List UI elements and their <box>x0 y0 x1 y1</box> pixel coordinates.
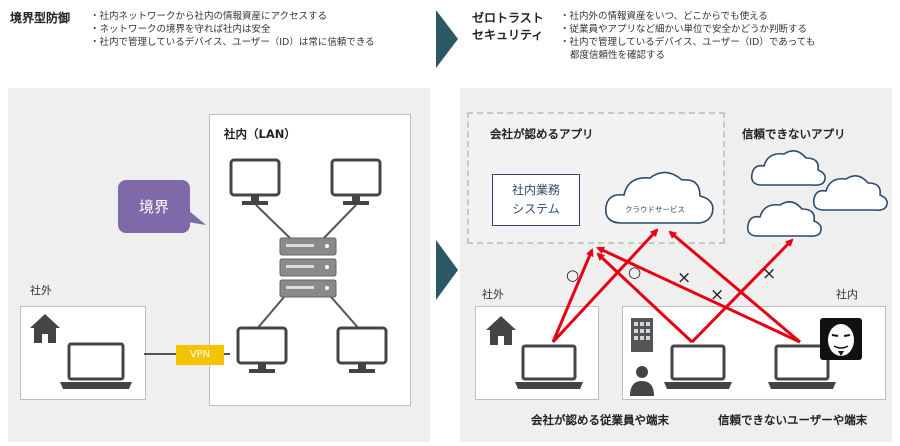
untrusted-apps-label: 信頼できないアプリ <box>742 127 846 141</box>
arrow <box>551 228 659 344</box>
bullet-item: 社内で管理しているデバイス、ユーザー（ID）であっても <box>560 36 816 49</box>
house-icon <box>486 316 516 345</box>
bullet-item: 社内ネットワークから社内の情報資産にアクセスする <box>90 10 375 23</box>
left-header-title: 境界型防御 <box>10 11 71 25</box>
outside-label: 社外 <box>482 288 504 301</box>
bullet-item: 社内外の情報資産をいつ、どこからでも使える <box>560 10 815 23</box>
speech-bubble-icon <box>118 180 206 233</box>
untrusted-users-label: 信頼できないユーザーや端末 <box>718 413 868 427</box>
laptop-icon <box>768 344 836 389</box>
left-header-bullets: 社内ネットワークから社内の情報資産にアクセスする ネットワークの境界を守れば社内… <box>90 10 375 49</box>
system-line1: 社内業務 <box>511 183 560 197</box>
house-icon <box>30 314 60 343</box>
monitor-icon <box>336 326 388 373</box>
boundary-label: 境界 <box>138 198 169 216</box>
monitor-icon <box>236 326 288 373</box>
chevron-right-icon <box>436 10 458 68</box>
arrow <box>596 252 694 344</box>
deny-mark: × <box>677 268 692 288</box>
cloud-service-label: クラウドサービス <box>625 205 685 214</box>
bullet-item: ネットワークの境界を守れば社内は安全 <box>90 23 375 36</box>
trusted-users-label: 会社が認める従業員や端末 <box>531 413 669 427</box>
allow-mark: ○ <box>566 266 580 284</box>
access-arrows <box>551 228 801 344</box>
outside-label: 社外 <box>30 284 52 297</box>
cloud-icon <box>746 201 822 237</box>
person-icon <box>630 366 654 396</box>
vpn-badge: VPN <box>176 345 224 365</box>
anonymous-mask-icon <box>820 318 862 360</box>
arrow <box>596 246 801 344</box>
right-header-bullets: 社内外の情報資産をいつ、どこからでも使える 従業員やアプリなど細かい単位で安全か… <box>560 10 816 62</box>
arrow <box>551 248 594 343</box>
cloud-icon <box>605 171 714 224</box>
server-icon <box>279 237 337 298</box>
cloud-icon <box>750 150 826 186</box>
deny-mark: × <box>762 264 777 284</box>
bullet-item: 社内で管理しているデバイス、ユーザー（ID）は常に信頼できる <box>90 36 375 49</box>
laptop-icon <box>60 342 132 389</box>
trusted-apps-label: 会社が認めるアプリ <box>490 127 594 141</box>
right-header-title-line1: ゼロトラスト <box>472 11 544 25</box>
monitor-icon <box>330 158 382 205</box>
right-header-title-line2: セキュリティ <box>472 28 544 42</box>
cloud-icon <box>812 175 888 211</box>
bullet-item-continued: 都度信頼性を確認する <box>570 50 666 61</box>
lan-label: 社内（LAN） <box>224 127 296 141</box>
monitor-icon <box>229 158 281 205</box>
allow-mark: ○ <box>628 263 642 281</box>
chevron-right-icon <box>436 240 458 300</box>
inside-label: 社内 <box>836 288 858 301</box>
bullet-item: 従業員やアプリなど細かい単位で安全かどうか判断する <box>560 23 815 36</box>
system-line2: システム <box>512 202 560 216</box>
internal-system-box: 社内業務 システム <box>492 174 580 226</box>
building-icon <box>631 318 653 352</box>
right-header-title: ゼロトラスト セキュリティ <box>472 10 544 44</box>
arrow <box>668 230 801 344</box>
laptop-icon <box>515 344 583 389</box>
deny-mark: × <box>710 285 725 305</box>
laptop-icon <box>664 344 732 389</box>
